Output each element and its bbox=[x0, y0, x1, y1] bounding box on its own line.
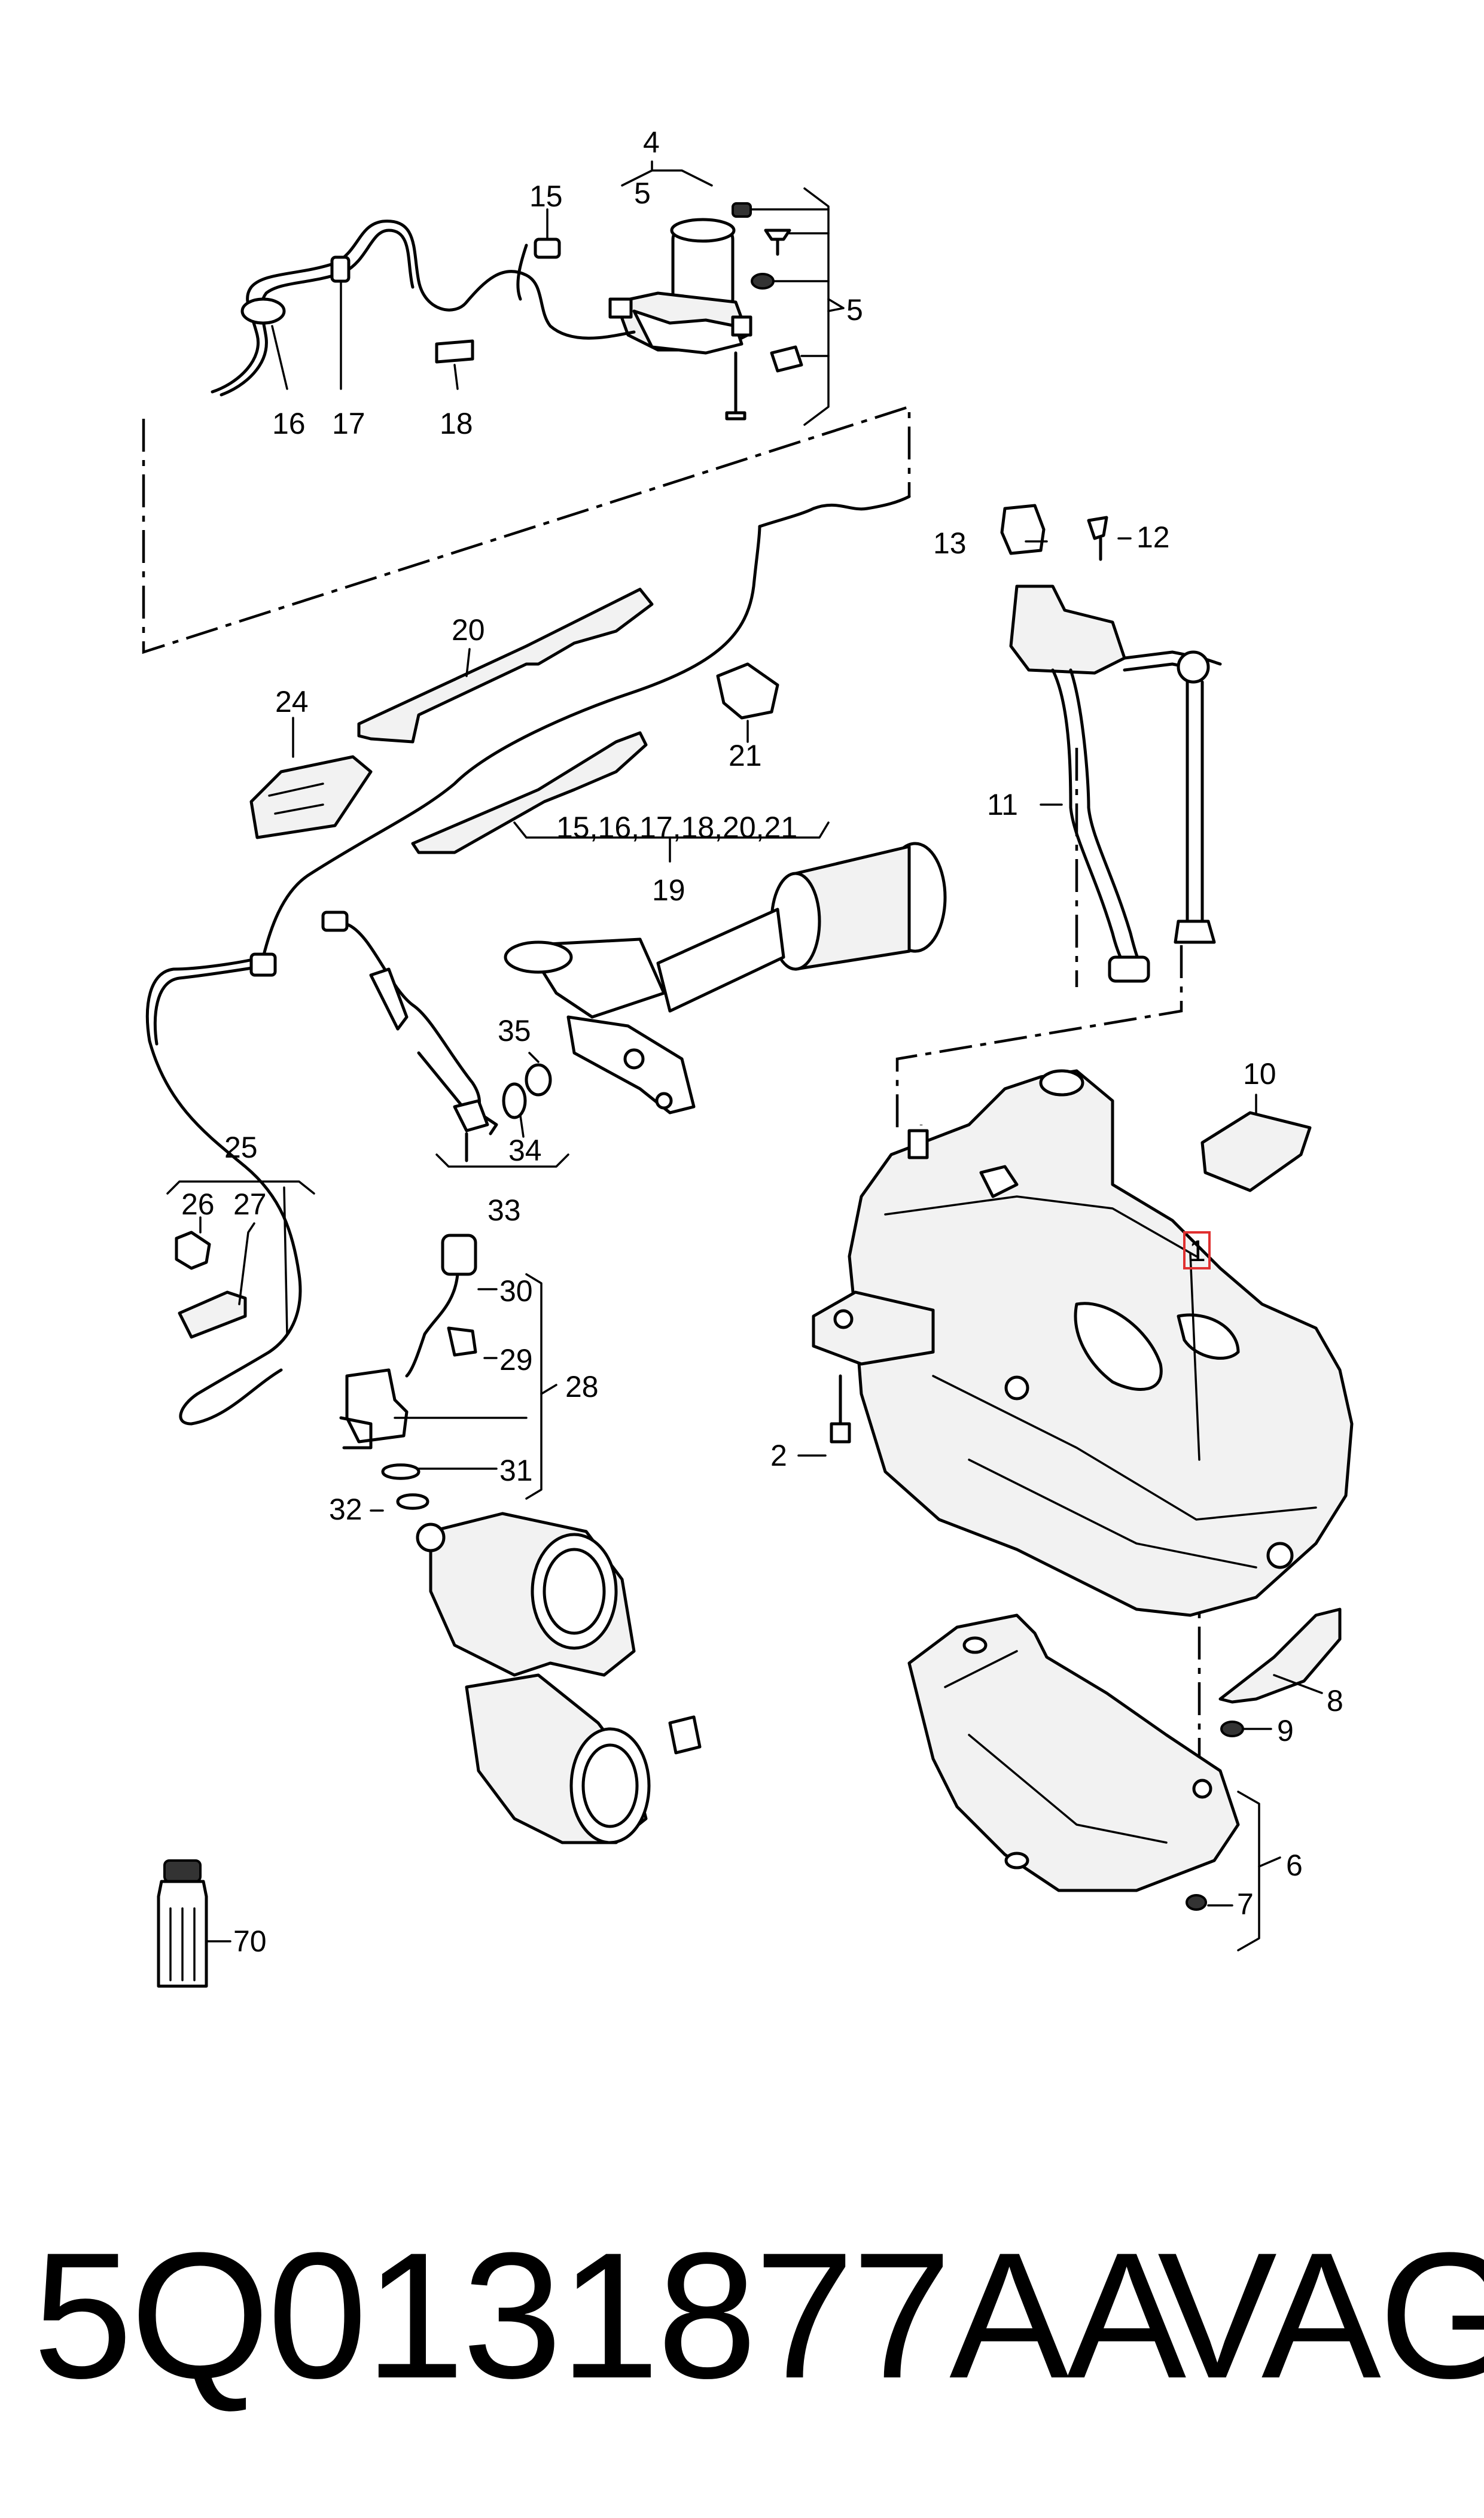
sensor-33 bbox=[417, 1051, 569, 1168]
callout-15: 15 bbox=[529, 179, 563, 213]
exhaust-pipe bbox=[504, 842, 947, 1115]
callout-11: 11 bbox=[987, 788, 1018, 821]
cable-tray-19 bbox=[261, 495, 911, 959]
clip-21 bbox=[716, 662, 779, 743]
callout-28: 28 bbox=[565, 1370, 599, 1403]
callout-8: 8 bbox=[1327, 1684, 1343, 1718]
callout-26: 26 bbox=[181, 1188, 215, 1221]
callout-34: 34 bbox=[508, 1134, 542, 1167]
callout-32: 32 bbox=[329, 1493, 362, 1526]
callout-19-group: 15,16,17,18,20,21 bbox=[556, 811, 797, 844]
brand-name: VAG bbox=[1157, 2215, 1484, 2416]
callout-5a: 5 bbox=[634, 176, 651, 210]
callout-31: 31 bbox=[499, 1454, 533, 1487]
highlight-box bbox=[1183, 1231, 1211, 1269]
def-tank-1 bbox=[812, 1069, 1354, 1617]
injector-28 bbox=[339, 1234, 557, 1512]
callout-5b: 5 bbox=[846, 293, 863, 327]
callout-24: 24 bbox=[275, 685, 309, 718]
callout-6: 6 bbox=[1286, 1849, 1303, 1882]
callout-19: 19 bbox=[652, 873, 685, 907]
callout-labels: 1 2 4 5 5 6 7 8 9 10 11 12 13 15 16 17 1… bbox=[181, 126, 1343, 1958]
callout-70: 70 bbox=[233, 1925, 267, 1958]
callout-17: 17 bbox=[332, 407, 365, 440]
callout-33: 33 bbox=[487, 1193, 521, 1227]
bracket-8 bbox=[1218, 1607, 1342, 1737]
filler-neck-11-13 bbox=[1000, 504, 1222, 983]
module-10 bbox=[1200, 1094, 1312, 1192]
callout-27: 27 bbox=[233, 1188, 267, 1221]
part-number: 5Q0131877AA bbox=[33, 2215, 1186, 2416]
callout-13: 13 bbox=[933, 526, 967, 560]
callout-9: 9 bbox=[1277, 1714, 1294, 1747]
control-unit-24 bbox=[249, 717, 373, 839]
loom-harness bbox=[145, 922, 482, 1426]
callout-7: 7 bbox=[1237, 1887, 1254, 1921]
callout-16: 16 bbox=[272, 407, 306, 440]
pump-assembly bbox=[608, 160, 845, 426]
callout-20: 20 bbox=[452, 613, 485, 647]
callout-1: 1 bbox=[1189, 1234, 1206, 1268]
callout-30: 30 bbox=[499, 1274, 533, 1308]
cover-6 bbox=[907, 1613, 1281, 1951]
callout-4: 4 bbox=[643, 126, 660, 159]
callout-21: 21 bbox=[729, 739, 762, 772]
callout-12: 12 bbox=[1136, 520, 1170, 554]
callout-25: 25 bbox=[224, 1131, 258, 1164]
cable-tray-20 bbox=[357, 587, 654, 744]
callout-18: 18 bbox=[440, 407, 473, 440]
wiring-harness-top bbox=[211, 208, 636, 397]
bolt-2 bbox=[797, 1374, 851, 1457]
catalytic-converter bbox=[416, 1512, 702, 1844]
fluid-bottle-70 bbox=[157, 1859, 231, 1988]
callout-29: 29 bbox=[499, 1343, 533, 1377]
callout-35: 35 bbox=[498, 1014, 531, 1048]
callout-2: 2 bbox=[770, 1439, 787, 1472]
callout-10: 10 bbox=[1243, 1057, 1276, 1091]
